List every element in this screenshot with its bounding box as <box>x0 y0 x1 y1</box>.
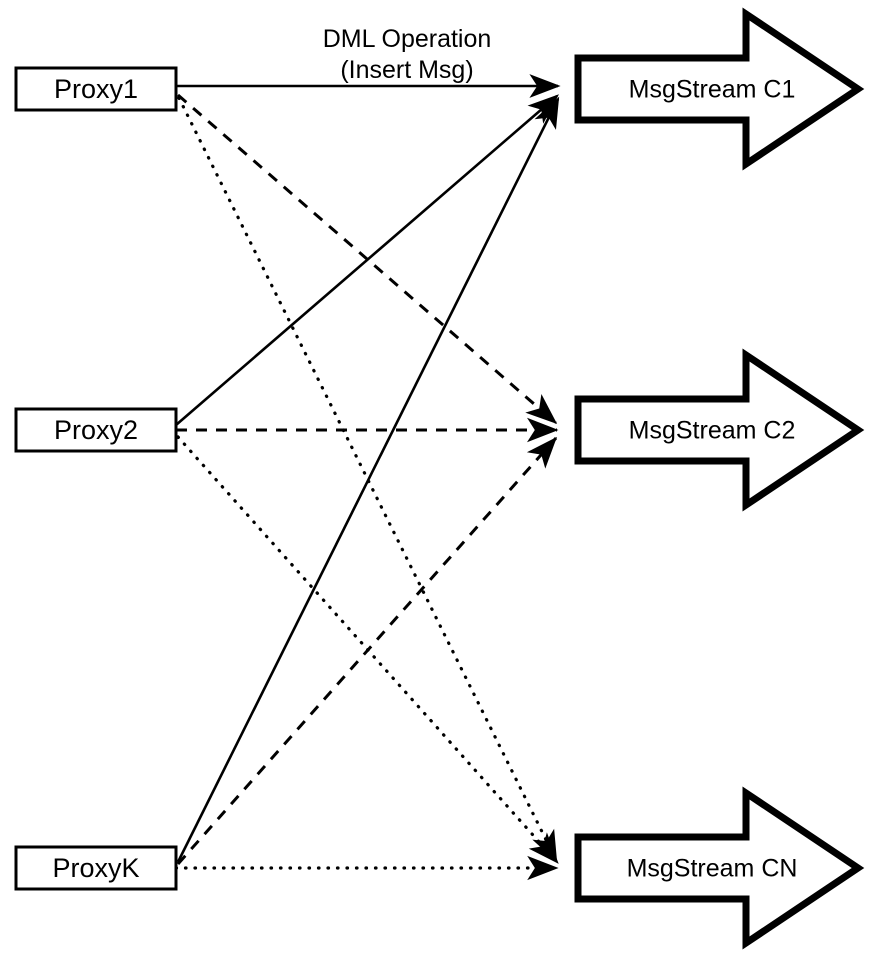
stream-c2-arrow-shape[interactable] <box>574 348 865 512</box>
proxy1-label: Proxy1 <box>54 74 138 104</box>
proxyk-box[interactable] <box>14 845 178 891</box>
stream-cn-arrow-shape[interactable] <box>574 786 865 950</box>
edge-proxyk-to-stream-c1 <box>176 96 560 863</box>
edge-caption-dml-operation: DML Operation (Insert Msg) <box>323 25 492 84</box>
dml-operation-line2: (Insert Msg) <box>340 56 473 84</box>
stream-c1-arrow-shape[interactable] <box>574 7 865 171</box>
edge-proxy1-to-stream-cn <box>177 96 558 863</box>
edges-layer <box>174 74 561 881</box>
stream-node-c2[interactable]: MsgStream C2 <box>574 348 865 512</box>
proxy-node-proxy2[interactable]: Proxy2 <box>14 407 178 453</box>
stream-c1-label: MsgStream C1 <box>629 76 796 104</box>
edge-proxyk-to-stream-c2 <box>176 436 558 865</box>
stream-node-c1[interactable]: MsgStream C1 <box>574 7 865 171</box>
proxyk-label: ProxyK <box>52 853 139 883</box>
edge-proxy2-to-stream-c1 <box>175 94 559 426</box>
proxy-node-proxyk[interactable]: ProxyK <box>14 845 178 891</box>
proxy2-label: Proxy2 <box>54 415 138 445</box>
stream-cn-label: MsgStream CN <box>627 855 798 883</box>
stream-node-cn[interactable]: MsgStream CN <box>574 786 865 950</box>
stream-c2-label: MsgStream C2 <box>629 417 796 445</box>
proxy-node-proxy1[interactable]: Proxy1 <box>14 66 178 112</box>
proxy2-box[interactable] <box>14 407 178 453</box>
proxy1-box[interactable] <box>14 66 178 112</box>
dml-operation-line1: DML Operation <box>323 25 492 53</box>
